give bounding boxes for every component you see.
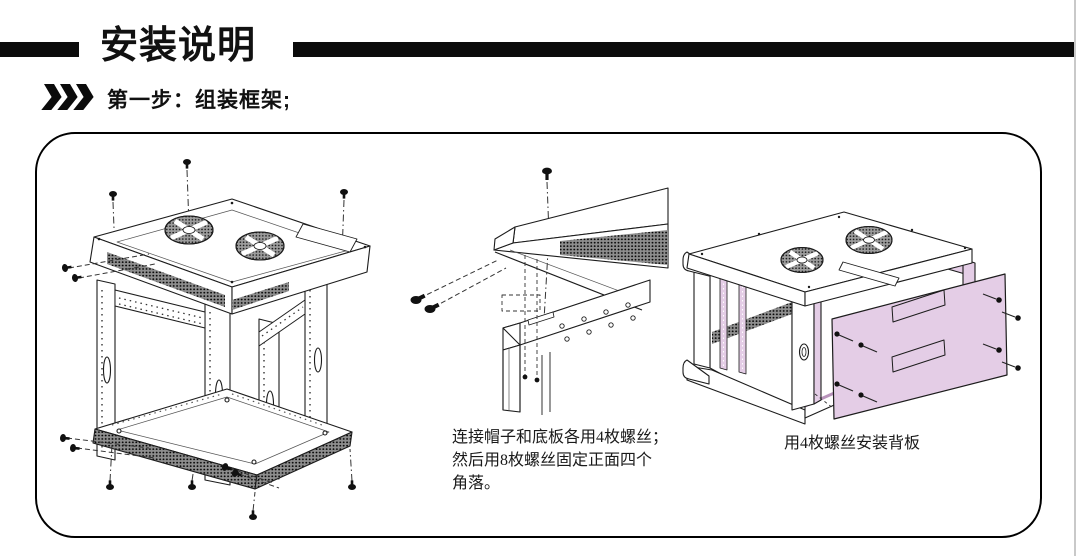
cap-cutout [838, 261, 900, 287]
header-bar-right [293, 42, 1076, 57]
figure-caption: 连接帽子和底板各用4枚螺丝； 然后用8枚螺丝固定正面四个 角落。 [452, 429, 669, 492]
frame-corner [501, 255, 651, 415]
bottom-tray [92, 388, 353, 490]
header-bar-left [0, 42, 79, 57]
triple-chevron-icon [40, 84, 100, 111]
screw-icon [183, 159, 191, 169]
step-heading: 第一步：组装框架; [107, 89, 291, 112]
fan-icon [780, 246, 824, 274]
instruction-panel: 连接帽子和底板各用4枚螺丝； 然后用8枚螺丝固定正面四个 角落。 [35, 132, 1042, 538]
side-screws [59, 253, 280, 489]
figure-back-panel: 用4枚螺丝安装背板 [667, 184, 1047, 452]
fan-icon [235, 231, 285, 261]
page-title: 安装说明 [100, 25, 257, 67]
bottom-screws [106, 444, 356, 520]
cap-cutout [295, 223, 358, 253]
figure-exploded-frame [57, 142, 412, 540]
page-edge-line [1074, 0, 1076, 556]
top-cap [89, 198, 371, 315]
screw-icon [340, 189, 348, 199]
figure-caption: 用4枚螺丝安装背板 [783, 435, 920, 452]
side-rails [114, 289, 306, 347]
screw-icon [109, 191, 117, 201]
fan-icon [845, 225, 893, 255]
fan-icon [164, 215, 214, 245]
cap-screws [410, 259, 507, 313]
cap-corner [493, 187, 669, 311]
panel-screws [834, 293, 1021, 403]
figure-corner-detail: 连接帽子和底板各用4枚螺丝； 然后用8枚螺丝固定正面四个 角落。 [410, 160, 669, 492]
back-panel [831, 273, 1008, 420]
